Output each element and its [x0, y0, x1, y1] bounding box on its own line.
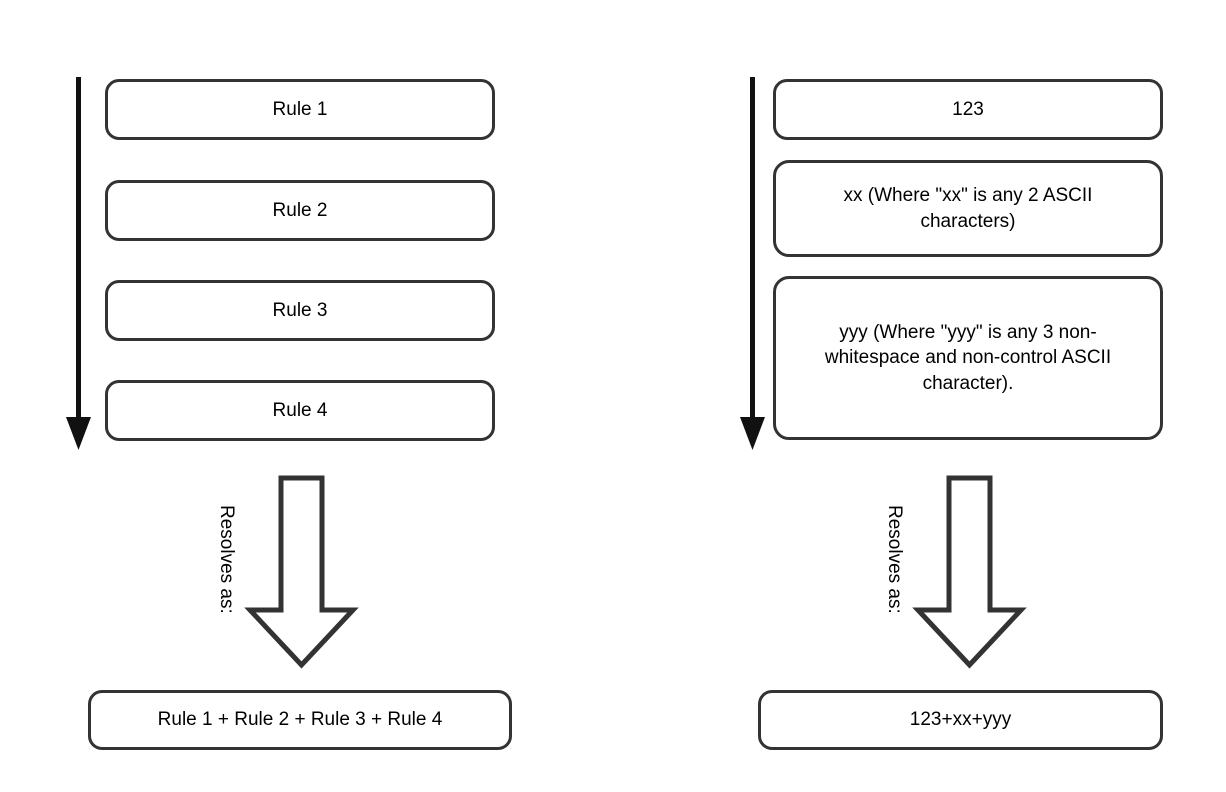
- sequence-order-arrow-right: [740, 77, 765, 450]
- example-box-label: 123: [952, 98, 984, 120]
- column-example-rules: 123 xx (Where "xx" is any 2 ASCII charac…: [672, 0, 1226, 792]
- resolves-as-label-left: Resolves as:: [216, 505, 237, 614]
- rule-box-label: Rule 1: [272, 98, 328, 120]
- example-box-3[interactable]: yyy (Where "yyy" is any 3 non-whitespace…: [773, 276, 1163, 440]
- resolves-arrow-left: [244, 475, 359, 669]
- example-box-label: xx (Where "xx" is any 2 ASCII characters…: [843, 185, 1093, 232]
- rule-box-label: Rule 2: [272, 199, 328, 221]
- example-box-label: yyy (Where "yyy" is any 3 non-whitespace…: [824, 322, 1112, 394]
- result-box-right[interactable]: 123+xx+yyy: [758, 690, 1163, 750]
- result-box-label: 123+xx+yyy: [909, 709, 1012, 731]
- rule-box-label: Rule 3: [272, 299, 328, 321]
- sequence-order-arrow-left: [66, 77, 91, 450]
- rule-box-2[interactable]: Rule 2: [105, 180, 495, 241]
- resolves-arrow-right: [912, 475, 1027, 669]
- rule-box-label: Rule 4: [272, 399, 328, 421]
- example-box-1[interactable]: 123: [773, 79, 1163, 140]
- column-generic-rules: Rule 1 Rule 2 Rule 3 Rule 4 Resolves as:…: [66, 77, 512, 750]
- rule-box-3[interactable]: Rule 3: [105, 280, 495, 341]
- resolves-as-label-right: Resolves as:: [884, 505, 905, 614]
- example-box-2[interactable]: xx (Where "xx" is any 2 ASCII characters…: [773, 160, 1163, 257]
- result-box-label: Rule 1 + Rule 2 + Rule 3 + Rule 4: [157, 709, 443, 731]
- rule-box-1[interactable]: Rule 1: [105, 79, 495, 140]
- rule-box-4[interactable]: Rule 4: [105, 380, 495, 441]
- result-box-left[interactable]: Rule 1 + Rule 2 + Rule 3 + Rule 4: [88, 690, 512, 750]
